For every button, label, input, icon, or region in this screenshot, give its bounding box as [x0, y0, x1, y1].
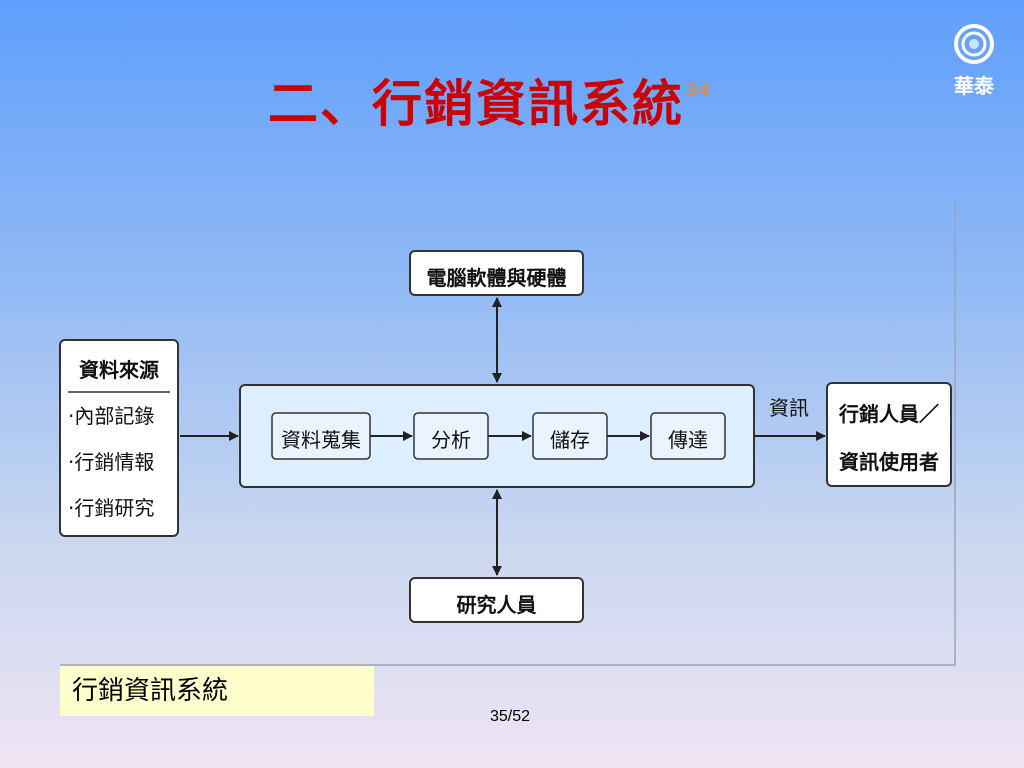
- logo-rings-icon: [954, 24, 994, 64]
- step-label-collect: 資料蒐集: [281, 428, 361, 452]
- page-number: 35/52: [489, 708, 531, 725]
- slide-title-fraction: 3/4: [686, 79, 710, 99]
- source-box-title: 資料來源: [79, 358, 159, 382]
- bottom-box-label: 研究人員: [456, 593, 537, 617]
- output-box: [826, 382, 952, 487]
- slide-title-text: 二、行銷資訊系統: [268, 74, 684, 133]
- top-box-label: 電腦軟體與硬體: [426, 266, 567, 290]
- bottom-box: [409, 577, 584, 623]
- step-label-deliver: 傳達: [668, 428, 708, 452]
- output-box-line1: 行銷人員／: [839, 402, 939, 426]
- step-label-store: 儲存: [550, 428, 590, 452]
- output-box-line2: 資訊使用者: [839, 450, 939, 474]
- step-box-deliver: [650, 412, 726, 460]
- publisher-logo: 華泰: [944, 20, 1004, 100]
- source-box: 資料來源 ‧內部記錄 ‧行銷情報 ‧行銷研究: [60, 340, 178, 536]
- source-item: ‧行銷研究: [68, 496, 155, 520]
- figure-caption: 行銷資訊系統: [60, 666, 374, 716]
- top-box: [409, 250, 584, 296]
- source-item: ‧內部記錄: [68, 404, 155, 428]
- source-item: ‧行銷情報: [68, 450, 155, 474]
- output-arrow-label: 資訊: [769, 396, 809, 420]
- step-label-analyze: 分析: [431, 428, 471, 452]
- source-box-frame: [59, 339, 179, 537]
- logo-text: 華泰: [954, 74, 994, 98]
